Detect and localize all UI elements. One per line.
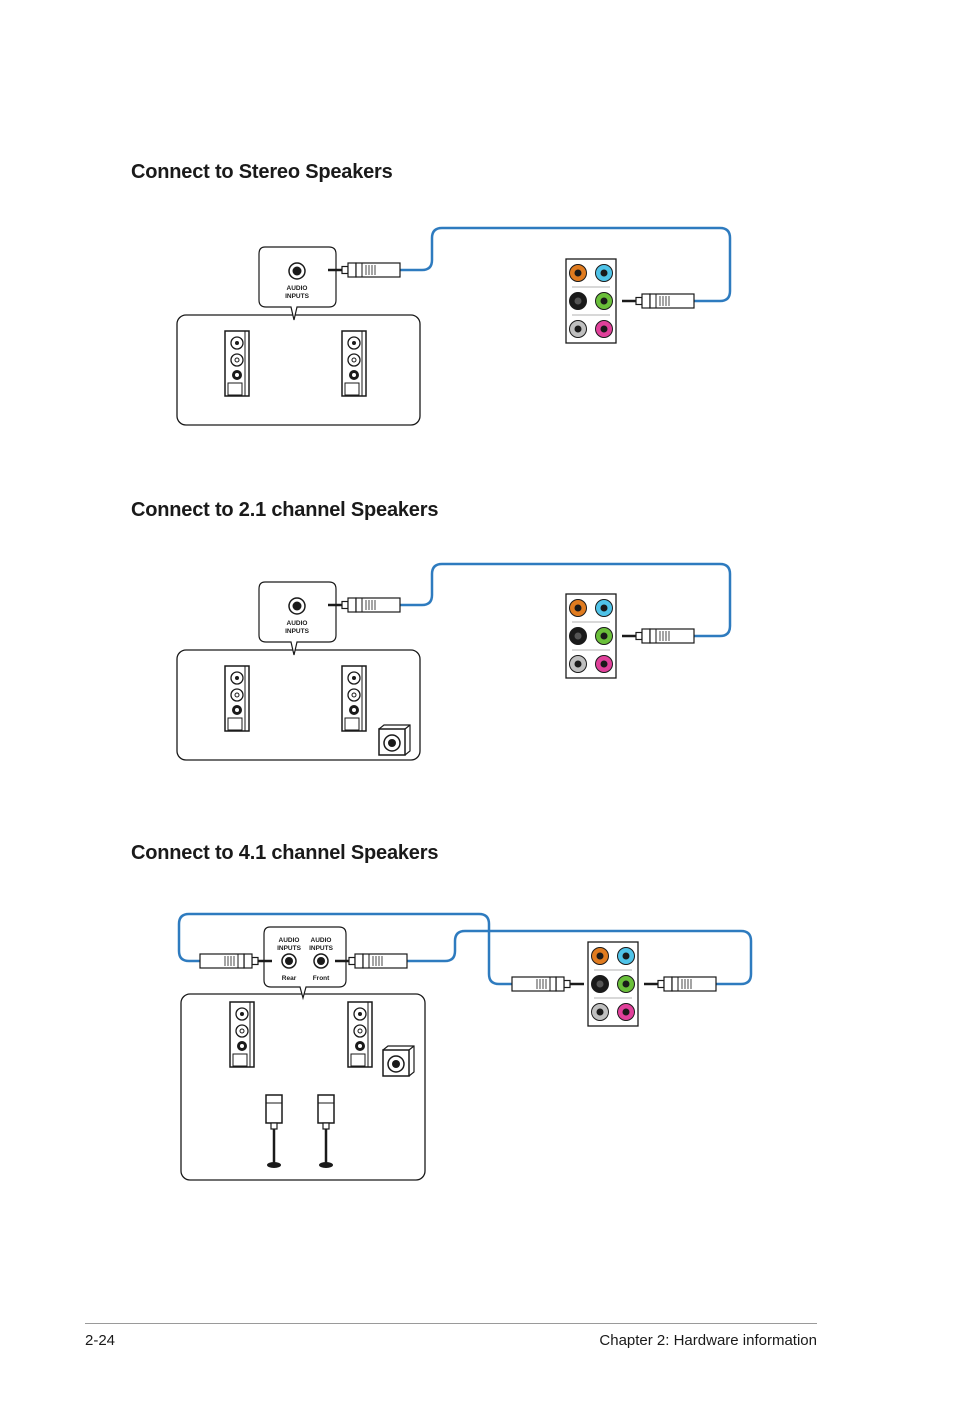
chapter-title: Chapter 2: Hardware information (599, 1332, 817, 1349)
rear-io-panel (565, 593, 617, 679)
line-out-port-hole (622, 980, 630, 988)
center-bass-port-hole (596, 952, 604, 960)
page-number: 2-24 (85, 1332, 116, 1349)
right-speaker-icon (341, 330, 367, 397)
footer-divider (85, 1323, 817, 1324)
four-one-diagram: AUDIO INPUTS AUDIO INPUTS Rear Front (177, 912, 753, 1181)
audio-cable (400, 562, 732, 638)
speaker-group-box (180, 993, 426, 1181)
front-left-speaker-icon (229, 1001, 255, 1068)
audio-input-callout (258, 246, 337, 321)
rear-speaker-port-hole (596, 980, 604, 988)
line-in-port-hole (600, 269, 608, 277)
section-heading-2-1: Connect to 2.1 channel Speakers (131, 499, 439, 521)
plug-icon (642, 975, 718, 993)
rear-caption: Rear (282, 975, 297, 982)
front-jack-label-audio: AUDIO (311, 937, 332, 944)
audio-cable (400, 226, 732, 303)
mic-in-port-hole (600, 660, 608, 668)
section-heading-stereo: Connect to Stereo Speakers (131, 161, 393, 183)
center-bass-port-hole (574, 269, 582, 277)
wiring-diagrams: AUDIO INPUTS AUDIO INPUTS (176, 226, 753, 1181)
mic-in-port-hole (600, 325, 608, 333)
rear-jack-label-inputs: INPUTS (277, 945, 302, 952)
line-out-port-hole (600, 632, 608, 640)
jack-label-inputs: INPUTS (285, 628, 310, 635)
left-speaker-icon (224, 330, 250, 397)
jack-label-audio: AUDIO (287, 285, 308, 292)
line-in-port-hole (600, 604, 608, 612)
stereo-diagram: AUDIO INPUTS (176, 226, 732, 426)
rear-audio-cable (177, 912, 512, 986)
rear-speaker-port-hole (574, 297, 582, 305)
front-audio-cable (407, 929, 753, 986)
section-heading-4-1: Connect to 4.1 channel Speakers (131, 842, 439, 864)
rear-io-panel (565, 258, 617, 344)
plug-icon (620, 627, 696, 645)
plug-icon (512, 977, 584, 991)
two-one-diagram: AUDIO INPUTS (176, 562, 732, 761)
jack-label-audio: AUDIO (287, 620, 308, 627)
front-right-speaker-icon (347, 1001, 373, 1068)
plug-icon (200, 954, 272, 968)
left-speaker-icon (224, 665, 250, 732)
speaker-group-box (176, 314, 421, 426)
plug-icon (326, 596, 402, 614)
side-speaker-port-hole (574, 660, 582, 668)
plug-icon (620, 292, 696, 310)
jack-label-inputs: INPUTS (285, 293, 310, 300)
line-in-port-hole (622, 952, 630, 960)
mic-in-port-hole (622, 1008, 630, 1016)
right-speaker-icon (341, 665, 367, 732)
side-speaker-port-hole (574, 325, 582, 333)
plug-icon (326, 261, 402, 279)
front-caption: Front (313, 975, 330, 982)
subwoofer-icon (378, 724, 411, 756)
rear-speaker-port-hole (574, 632, 582, 640)
line-out-port-hole (600, 297, 608, 305)
side-speaker-port-hole (596, 1008, 604, 1016)
center-bass-port-hole (574, 604, 582, 612)
audio-input-callout (263, 926, 347, 1001)
rear-jack-label-audio: AUDIO (279, 937, 300, 944)
front-jack-label-inputs: INPUTS (309, 945, 334, 952)
audio-input-callout (258, 581, 337, 656)
rear-io-panel (587, 941, 639, 1027)
subwoofer-icon (382, 1045, 415, 1077)
